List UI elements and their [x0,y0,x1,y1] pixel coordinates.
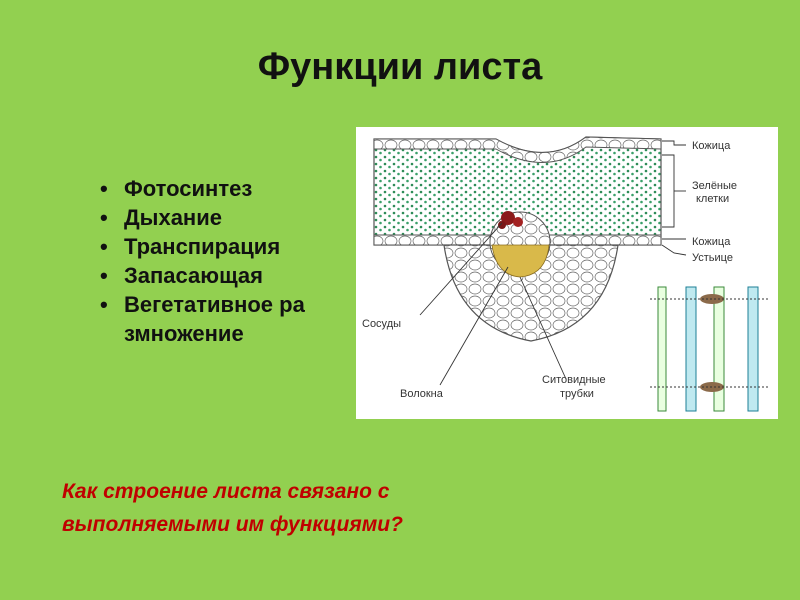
list-item: • Дыхание [100,203,340,232]
list-item-text: Фотосинтез [124,176,253,201]
xylem-vessel-2 [513,217,523,227]
label-epidermis-bottom: Кожица [692,236,731,248]
list-item-text: Дыхание [124,205,222,230]
bullet-dot-icon: • [100,263,108,288]
bullet-dot-icon: • [100,176,108,201]
label-vessels: Сосуды [362,318,401,330]
bullet-dot-icon: • [100,205,108,230]
label-fibers: Волокна [400,388,444,400]
label-green-cells-2: клетки [696,193,729,205]
label-epidermis-top: Кожица [692,140,731,152]
midrib [443,244,619,342]
label-sieve-tubes-2: трубки [560,388,594,400]
list-item-text: Транспирация [124,234,281,259]
bullet-dot-icon: • [100,234,108,259]
bullet-dot-icon: • [100,292,108,317]
list-item: • Фотосинтез [100,174,340,203]
sieve-tube-4 [747,286,759,412]
xylem-vessels [501,211,515,225]
sieve-tube-1 [657,286,667,412]
leader-lines [419,140,687,386]
functions-list: • Фотосинтез • Дыхание • Транспирация • Запа… [100,174,340,348]
leaf-cross-section-svg: Кожица Зелёные клетки Кожица Устьице Сос… [362,136,770,412]
leaf-cross-section-figure: Кожица Зелёные клетки Кожица Устьице Сос… [356,127,778,419]
epidermis-top [373,136,662,163]
list-item: • Транспирация [100,232,340,261]
list-item-text: Вегетативное размножение [124,292,305,346]
slide-title: Функции листа [257,46,543,88]
list-item: • Запасающая [100,261,340,290]
label-green-cells-1: Зелёные [692,180,737,192]
sieve-tube-2 [685,286,697,412]
label-stoma: Устьице [692,252,733,264]
question-line-2: выполняемыми им функциями? [62,513,403,536]
question-text: Как строение листа связано с выполняемым… [62,475,622,541]
question-line-1: Как строение листа связано с [62,480,390,503]
sieve-tube-3 [713,286,725,412]
label-sieve-tubes-1: Ситовидные [542,374,606,386]
list-item: • Вегетативное размножение [100,290,340,348]
xylem-vessel-3 [498,221,506,229]
list-item-text: Запасающая [124,263,263,288]
